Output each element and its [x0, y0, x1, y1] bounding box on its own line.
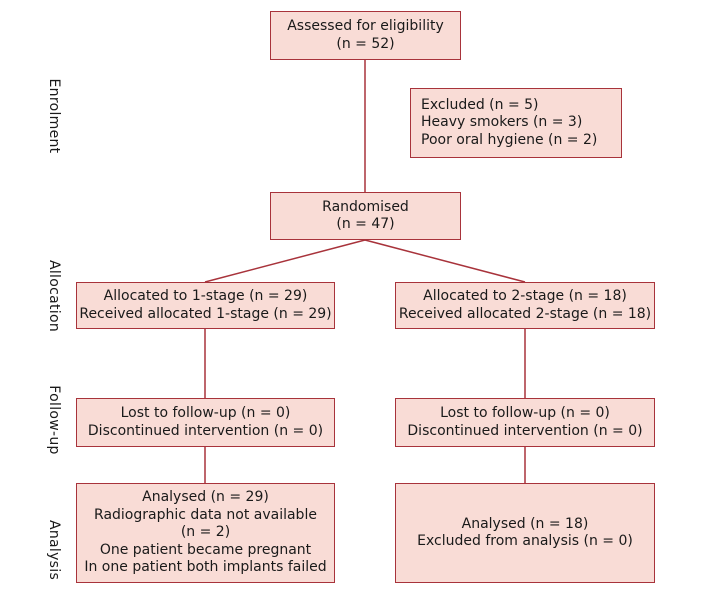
- box-line: (n = 47): [336, 216, 395, 232]
- box-line: Assessed for eligibility: [287, 18, 444, 34]
- allocated-2stage-box: Allocated to 2-stage (n = 18) Received a…: [395, 282, 655, 329]
- followup-2stage-box: Lost to follow-up (n = 0) Discontinued i…: [395, 398, 655, 447]
- box-line: Radiographic data not available: [94, 506, 317, 523]
- excluded-box: Excluded (n = 5) Heavy smokers (n = 3) P…: [410, 88, 622, 158]
- allocated-1stage-box: Allocated to 1-stage (n = 29) Received a…: [76, 282, 335, 329]
- followup-1stage-box: Lost to follow-up (n = 0) Discontinued i…: [76, 398, 335, 447]
- box-line: Analysed (n = 29): [142, 489, 269, 506]
- box-line: Allocated to 2-stage (n = 18): [423, 288, 627, 304]
- box-line: (n = 52): [336, 35, 395, 52]
- stage-label-allocation: Allocation: [46, 259, 62, 332]
- box-line: Allocated to 1-stage (n = 29): [103, 288, 308, 304]
- analysis-1stage-box: Analysed (n = 29) Radiographic data not …: [76, 483, 335, 583]
- assessed-for-eligibility-box: Assessed for eligibility (n = 52): [270, 11, 461, 60]
- connector-randomised-to-1stage: [204, 239, 366, 283]
- stage-label-analysis: Analysis: [46, 519, 62, 581]
- box-line: In one patient both implants failed: [84, 559, 327, 576]
- randomised-box: Randomised (n = 47): [270, 192, 461, 240]
- stage-label-follow-up: Follow-up: [46, 385, 62, 455]
- box-line: (n = 2): [180, 524, 231, 541]
- box-line: Discontinued intervention (n = 0): [87, 422, 324, 439]
- box-line: Lost to follow-up (n = 0): [440, 405, 610, 421]
- stage-label-enrolment: Enrolment: [46, 78, 62, 154]
- box-line: Analysed (n = 18): [461, 515, 589, 532]
- analysis-2stage-box: Analysed (n = 18) Excluded from analysis…: [395, 483, 655, 583]
- box-line: One patient became pregnant: [99, 541, 312, 558]
- box-line: Excluded from analysis (n = 0): [417, 533, 633, 549]
- box-line: Received allocated 2-stage (n = 18): [398, 305, 652, 322]
- box-line: Heavy smokers (n = 3): [421, 114, 583, 131]
- box-line: Lost to follow-up (n = 0): [120, 405, 291, 421]
- box-line: Randomised: [322, 198, 409, 215]
- box-line: Poor oral hygiene (n = 2): [421, 131, 598, 148]
- connector-randomised-to-2stage: [364, 239, 526, 283]
- box-line: Excluded (n = 5): [421, 96, 539, 113]
- box-line: Received allocated 1-stage (n = 29): [79, 305, 332, 322]
- box-line: Discontinued intervention (n = 0): [407, 422, 643, 439]
